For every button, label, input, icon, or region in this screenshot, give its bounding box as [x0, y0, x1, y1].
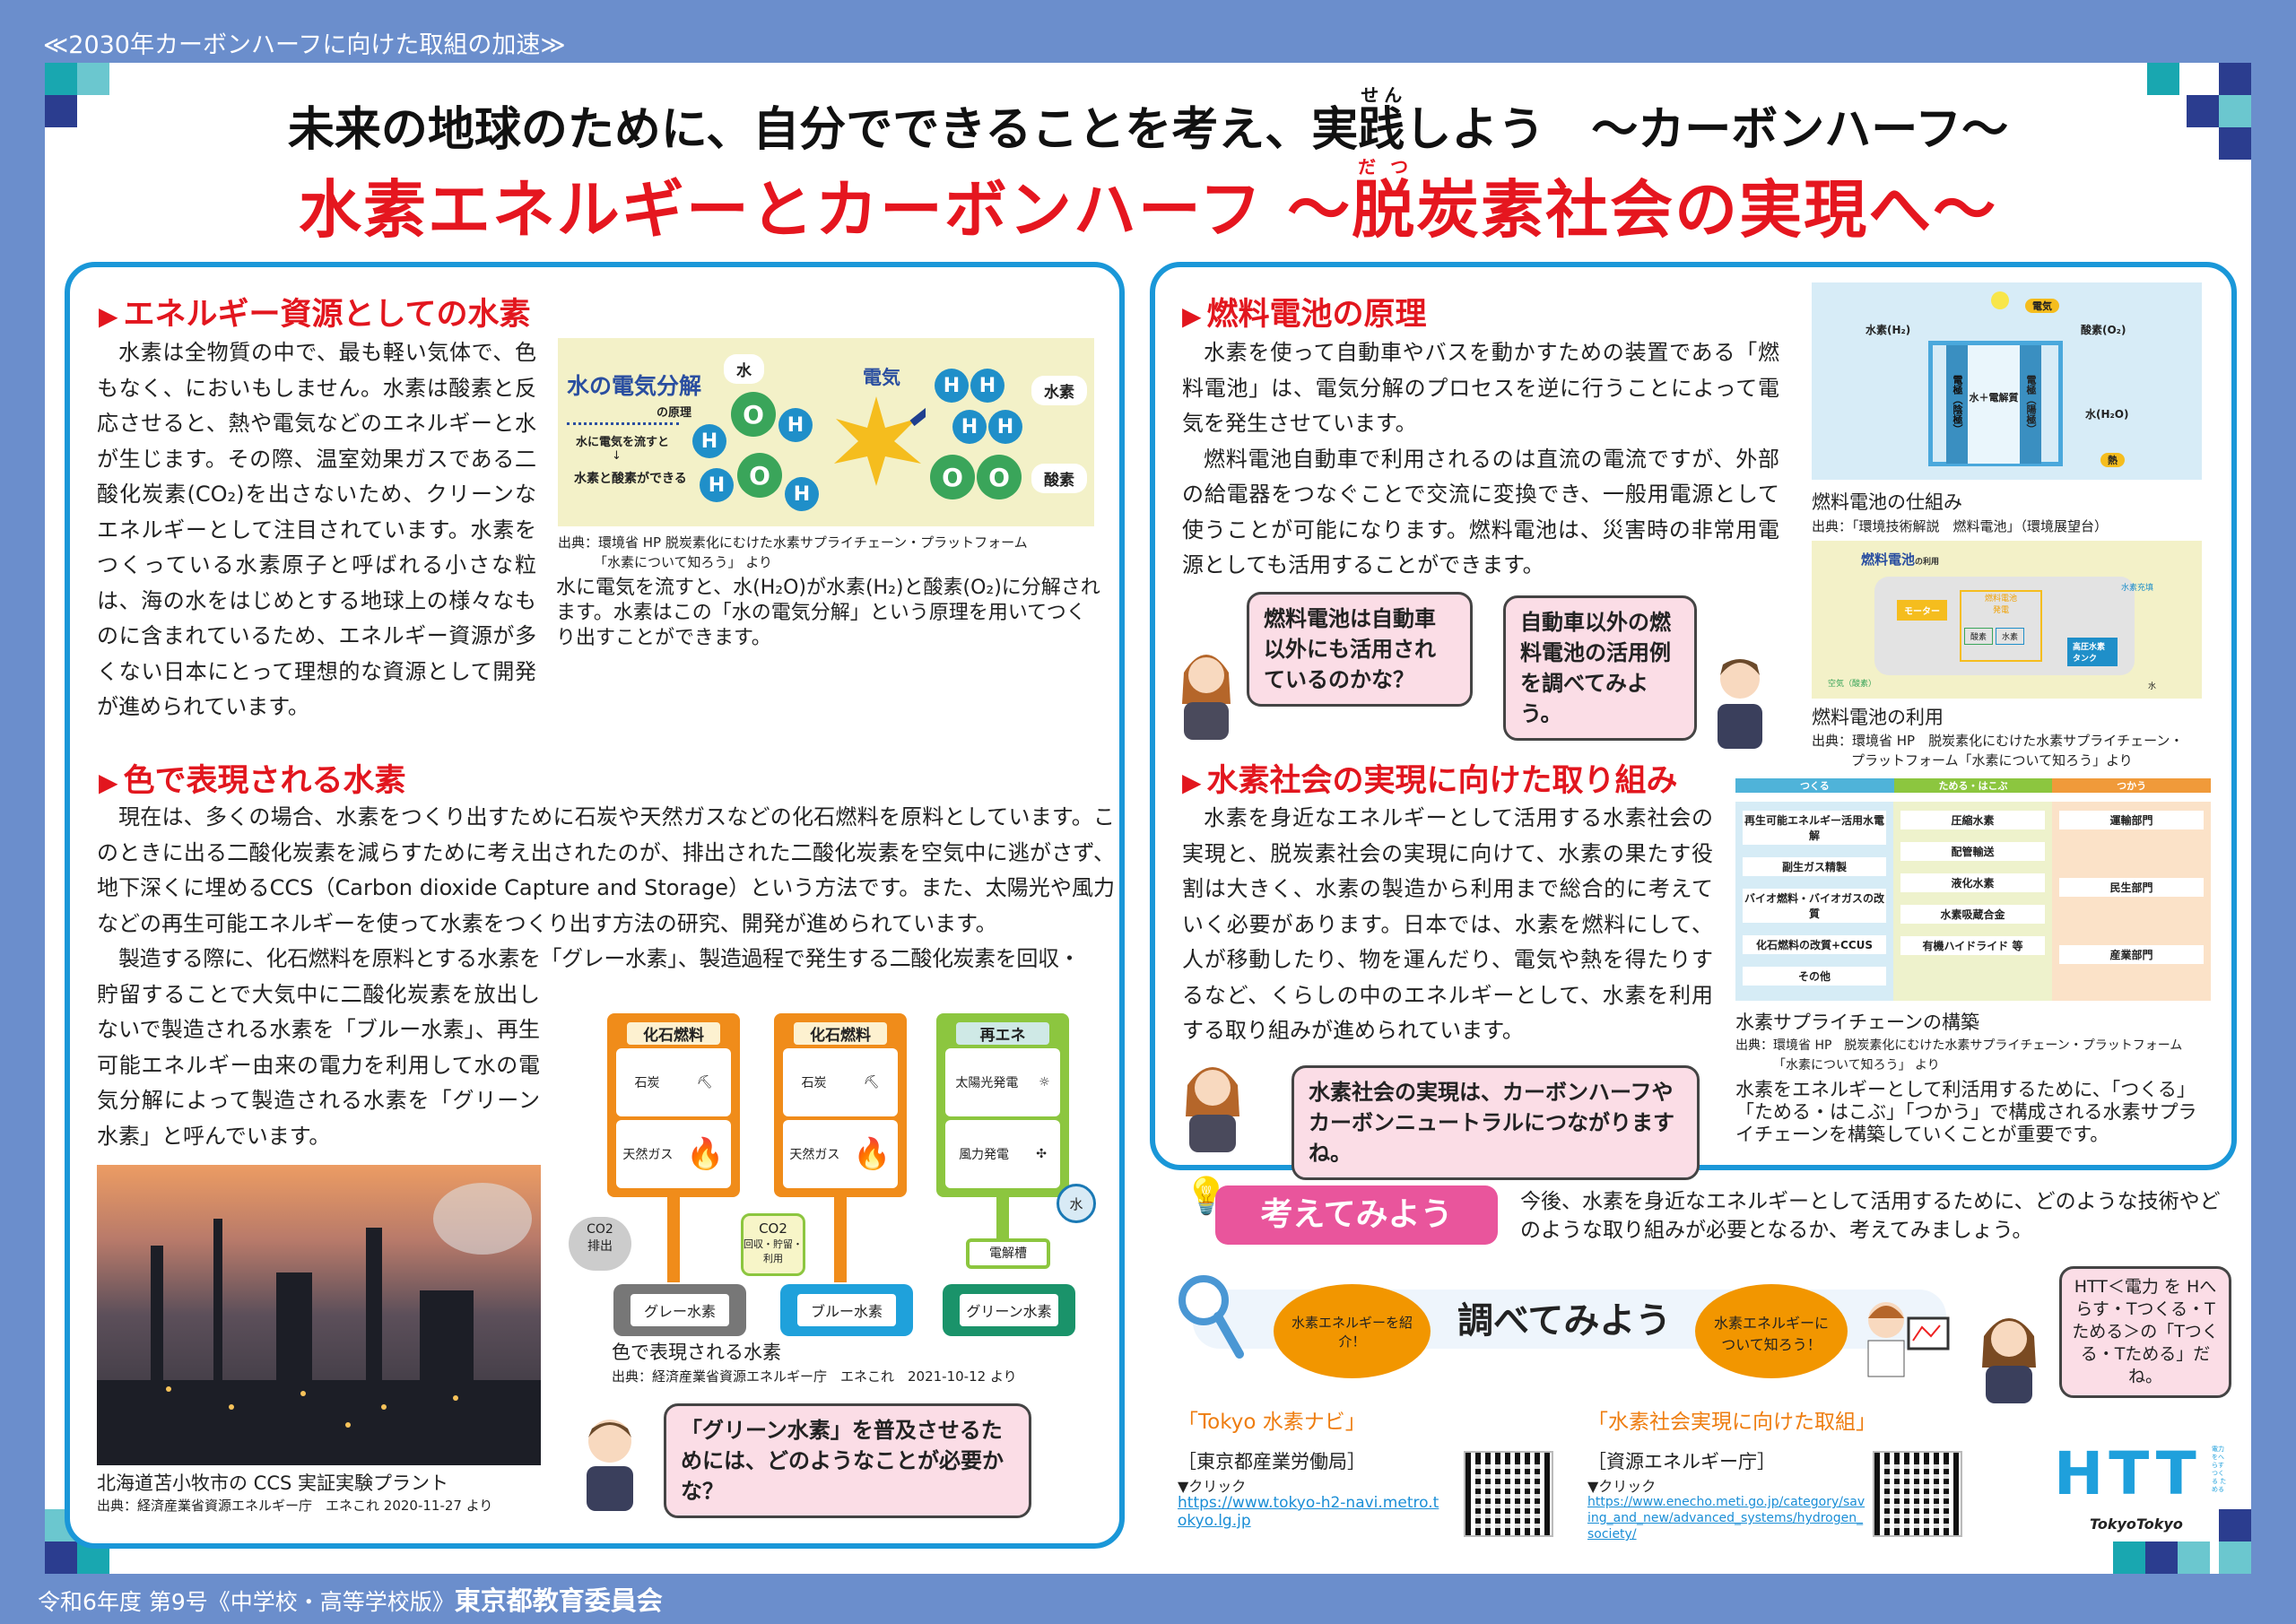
link2-name: 「水素社会実現に向けた取組」 — [1587, 1411, 1876, 1434]
qr-code-2[interactable] — [1873, 1451, 1962, 1537]
link1-click: ▼クリック — [1178, 1478, 1247, 1495]
society-body: 水素を身近なエネルギーとして活用する水素社会の実現と、脱炭素社会の実現に向けて、… — [1182, 805, 1713, 1043]
supply-item: 化石燃料の改質+CCUS — [1743, 935, 1886, 954]
magnifier-icon — [1178, 1275, 1244, 1359]
energy-body: 水素は全物質の中で、最も軽い気体で、色もなく、においもしません。水素は酸素と反応… — [97, 340, 536, 719]
link2-url[interactable]: https://www.enecho.meti.go.jp/category/s… — [1587, 1495, 1866, 1541]
top-note: ≪2030年カーボンハーフに向けた取組の加速≫ — [43, 31, 566, 59]
subtitle: 水素エネルギーとカーボンハーフ ～脱だつ炭素社会の実現へ～ — [298, 156, 1998, 247]
student-girl-icon — [1182, 655, 1231, 740]
color-body-2b: 貯留することで大気中に二酸化炭素を放出しないで製造される水素を「ブルー水素」、再… — [97, 981, 540, 1149]
fig2-source: 出典：環境省 HP 脱炭素化にむけた水素サプライチェーン・プラットフォーム「水素… — [1812, 733, 2184, 769]
fig1-title: 燃料電池の仕組み — [1812, 491, 1962, 513]
student-girl-icon — [1982, 1318, 2036, 1403]
color-text-column: 現在は、多くの場合、水素をつくり出すために石炭や天然ガスなどの化石燃料を原料とし… — [97, 800, 1115, 1515]
research-bubble-1: 水素エネルギーを紹介！ — [1274, 1284, 1431, 1378]
electrolysis-source: 出典：環境省 HP 脱炭素化にむけた水素サプライチェーン・プラットフォーム「水素… — [558, 534, 1028, 570]
bubble-green-hydrogen: 「グリーン水素」を普及させるためには、どのようなことが必要かな？ — [664, 1403, 1031, 1518]
photo-caption: 北海道苫小牧市の CCS 実証実験プラント — [97, 1472, 449, 1494]
photo-source: 出典：経済産業省資源エネルギー庁 エネこれ 2020-11-27 より — [97, 1498, 493, 1514]
color-body-1: 現在は、多くの場合、水素をつくり出すために石炭や天然ガスなどの化石燃料を原料とし… — [97, 804, 1115, 936]
fuelcell-body-2: 燃料電池自動車で利用されるのは直流の電流ですが、外部の給電器をつなぐことで交流に… — [1182, 446, 1779, 578]
electrolysis-figure: 水の電気分解 の原理 水に電気を流すと ↓ 水素と酸素ができる 水 水素 酸素 … — [558, 338, 1094, 526]
htt-logo-side: 電力をへらす つくる ためる — [2212, 1446, 2227, 1493]
tokyo-brand: TokyoTokyo — [2090, 1515, 2183, 1533]
diagram-source: 出典：経済産業省資源エネルギー庁 エネこれ 2021-10-12 より — [612, 1368, 1017, 1385]
supply-item: 有機ハイドライド 等 — [1900, 936, 2045, 955]
section-heading-energy: エネルギー資源としての水素 — [99, 289, 531, 334]
supply-item: その他 — [1743, 967, 1886, 986]
diagram-title: 色で表現される水素 — [612, 1342, 781, 1363]
link1-url[interactable]: https://www.tokyo-h2-navi.metro.tokyo.lg… — [1178, 1494, 1439, 1530]
lightbulb-icon — [1991, 291, 2009, 309]
section-heading-color: 色で表現される水素 — [99, 755, 406, 801]
supply-item: 再生可能エネルギー活用水電解 — [1743, 811, 1886, 845]
link2-org: ［資源エネルギー庁］ — [1587, 1451, 1776, 1472]
supply-chain-figure: つくるためる・はこぶつかう 再生可能エネルギー活用水電解副生ガス精製バイオ燃料・… — [1735, 778, 2212, 1004]
bubble-fuelcell-research: 自動車以外の燃料電池の活用例を調べてみよう。 — [1503, 595, 1697, 741]
student-boy-icon — [1718, 659, 1762, 749]
fuelcell-mechanism-figure: 電極（陰極） 水＋電解質 電極（陽極） 水素(H₂) 酸素(O₂) 水(H₂O)… — [1812, 282, 2202, 480]
supply-item: 副生ガス精製 — [1743, 857, 1886, 876]
fig2-title: 燃料電池の利用 — [1812, 707, 1944, 728]
bubble-fuelcell-question: 燃料電池は自動車以外にも活用されているのかな？ — [1247, 592, 1473, 707]
spark-icon — [834, 396, 926, 486]
research-label: 調べてみよう — [1457, 1300, 1672, 1342]
supply-desc: 水素をエネルギーとして利活用するために、「つくる」「ためる・はこぶ」「つかう」で… — [1735, 1079, 2197, 1145]
main-title: 未来の地球のために、自分でできることを考え、実践せんしよう ～カーボンハーフ～ — [287, 84, 2009, 157]
supply-item: 民生部門 — [2059, 878, 2204, 897]
footer: 令和6年度 第9号《中学校・高等学校版》東京都教育委員会 — [38, 1585, 663, 1616]
think-text: 今後、水素を身近なエネルギーとして活用するために、どのような技術やどのような取り… — [1520, 1190, 2221, 1242]
supply-title: 水素サプライチェーンの構築 — [1735, 1012, 1979, 1033]
electrolysis-desc: 水に電気を流すと、水(H₂O)が水素(H₂)と酸素(O₂)に分解されます。水素は… — [556, 577, 1100, 649]
fuelcell-usage-figure: 燃料電池の利用 モーター 燃料電池発電酸素水素 高圧水素タンク 空気（酸素） 水… — [1812, 541, 2202, 699]
bubble-society: 水素社会の実現は、カーボンハーフやカーボンニュートラルにつながりますね。 — [1292, 1065, 1700, 1180]
htt-logo: HTT — [2054, 1439, 2202, 1508]
color-body-2a: 製造する際に、化石燃料を原料とする水素を「グレー水素」、製造過程で発生する二酸化… — [118, 946, 1081, 971]
hydrogen-colors-diagram: 化石燃料石炭⛏天然ガス🔥 化石燃料石炭⛏天然ガス🔥 再エネ太陽光発電☼風力発電✣… — [565, 1009, 1096, 1341]
supply-item: バイオ燃料・バイオガスの改質 — [1743, 889, 1886, 923]
fuelcell-body-1: 水素を使って自動車やバスを動かすための装置である「燃料電池」は、電気分解のプロセ… — [1182, 340, 1779, 436]
htt-bubble: HTT＜電力 を Hへらす・Tつくる・Tためる＞の「Tつくる・Tためる」だね。 — [2059, 1266, 2231, 1398]
link2-click: ▼クリック — [1587, 1478, 1657, 1495]
link1-org: ［東京都産業労働局］ — [1178, 1451, 1366, 1472]
fuelcell-text-column: 水素を使って自動車やバスを動かすための装置である「燃料電池」は、電気分解のプロセ… — [1182, 335, 1779, 584]
supply-item: 配管輸送 — [1900, 842, 2045, 861]
student-boy-icon — [587, 1420, 633, 1511]
student-girl-icon — [1186, 1067, 1239, 1152]
supply-source: 出典：環境省 HP 脱炭素化にむけた水素サプライチェーン・プラットフォーム「水素… — [1735, 1038, 2183, 1073]
link1-name: 「Tokyo 水素ナビ」 — [1178, 1411, 1366, 1434]
section-heading-society: 水素社会の実現に向けた取り組み — [1182, 755, 1678, 801]
student-laptop-icon — [1867, 1302, 1950, 1377]
research-bubble-2: 水素エネルギーについて知ろう！ — [1695, 1284, 1848, 1378]
ccs-plant-photo — [97, 1165, 541, 1465]
qr-code-1[interactable] — [1464, 1451, 1553, 1537]
fig1-source: 出典：「環境技術解説 燃料電池」（環境展望台） — [1812, 518, 2109, 534]
supply-item: 産業部門 — [2059, 945, 2204, 964]
supply-item: 運輸部門 — [2059, 811, 2204, 829]
section-heading-fuelcell: 燃料電池の原理 — [1182, 289, 1427, 334]
supply-item: 水素吸蔵合金 — [1900, 905, 2045, 924]
supply-item: 圧縮水素 — [1900, 811, 2045, 829]
supply-item: 液化水素 — [1900, 873, 2045, 892]
think-label: 考えてみよう — [1215, 1185, 1498, 1245]
